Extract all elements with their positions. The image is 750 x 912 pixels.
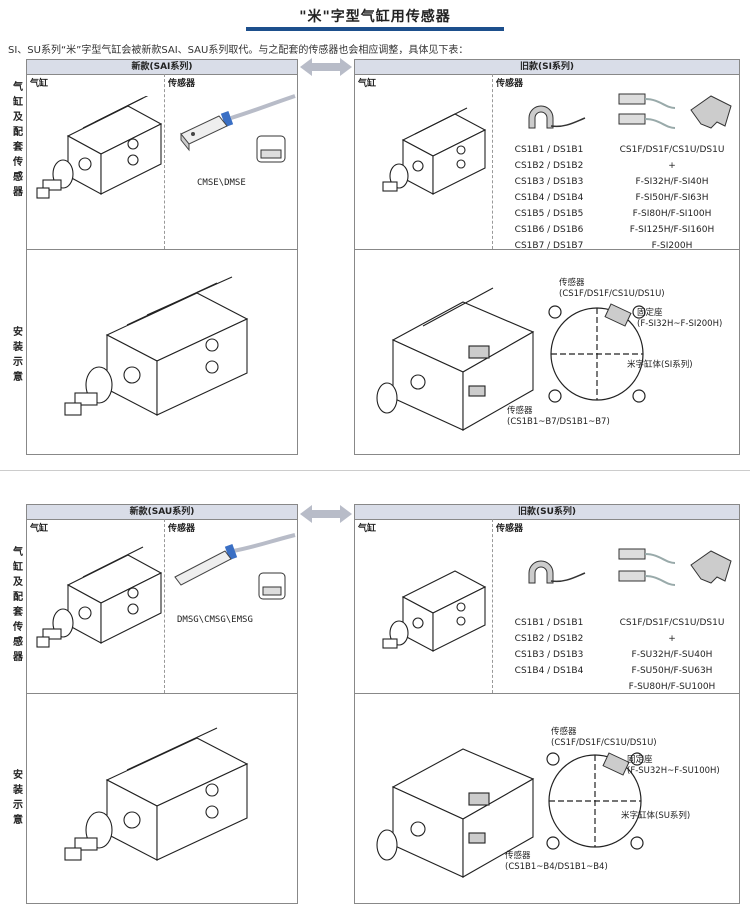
model-item: CS1B1 / DS1B1 bbox=[514, 145, 584, 155]
intro-text: SI、SU系列“米”字型气缸会被新款SAI、SAU系列取代。与之配套的传感器也会… bbox=[8, 45, 469, 56]
new-sensor-model-1: CMSE\DMSE bbox=[197, 178, 246, 188]
cylinder-label: 气缸 bbox=[30, 524, 49, 534]
model-item: CS1B3 / DS1B3 bbox=[514, 650, 584, 660]
cylinder-label: 气缸 bbox=[30, 79, 49, 89]
model-item: F-SI80H/F-SI100H bbox=[632, 209, 712, 219]
annotation-mount-2: 固定座(F-SU32H~F-SU100H) bbox=[627, 755, 720, 776]
old-right-model-list-1: CS1F/DS1F/CS1U/DS1U + F-SI32H/F-SI40H F-… bbox=[607, 142, 737, 254]
model-item: CS1B2 / DS1B2 bbox=[514, 634, 584, 644]
model-item: CS1B1 / DS1B1 bbox=[514, 618, 584, 628]
column-divider bbox=[492, 74, 493, 249]
new-header-2: 新款(SAU系列) bbox=[27, 505, 297, 520]
sensor-drawing bbox=[174, 533, 296, 600]
row-divider bbox=[355, 249, 739, 250]
row-divider bbox=[27, 693, 297, 694]
cross-section-diagram-1 bbox=[548, 303, 646, 403]
side-label-top-2: 气缸及配套传感器 bbox=[13, 547, 23, 663]
row-divider bbox=[355, 693, 739, 694]
page-title: "米"字型气缸用传感器 bbox=[299, 9, 451, 25]
model-item: CS1B4 / DS1B4 bbox=[514, 666, 584, 676]
model-item: CS1B6 / DS1B6 bbox=[514, 225, 584, 235]
model-item: CS1B2 / DS1B2 bbox=[514, 161, 584, 171]
model-item: F-SI50H/F-SI63H bbox=[635, 193, 709, 203]
old-sensor-drawings bbox=[528, 93, 732, 129]
new-header-1: 新款(SAI系列) bbox=[27, 60, 297, 75]
old-panel-2: 旧款(SU系列) 气缸 传感器 CS1B1 / DS1B1 CS1B2 / DS… bbox=[354, 504, 740, 904]
old-panel-1: 旧款(SI系列) 气缸 传感器 CS1B1 / DS1B1 CS1B2 / DS… bbox=[354, 59, 740, 455]
annotation-cylinder-1: 米字缸体(SI系列) bbox=[627, 360, 693, 370]
column-divider bbox=[164, 74, 165, 249]
installation-drawing-old-2 bbox=[376, 748, 535, 878]
column-divider bbox=[492, 519, 493, 693]
model-item: CS1B4 / DS1B4 bbox=[514, 193, 584, 203]
annotation-sensor-bottom-2: 传感器(CS1B1~B4/DS1B1~B4) bbox=[505, 851, 608, 872]
new-sensor-model-2: DMSG\CMSG\EMSG bbox=[177, 615, 253, 625]
side-label-top-1: 气缸及配套传感器 bbox=[13, 82, 23, 198]
section-separator bbox=[0, 470, 750, 471]
old-right-model-list-2: CS1F/DS1F/CS1U/DS1U + F-SU32H/F-SU40H F-… bbox=[607, 615, 737, 695]
side-label-bottom-2: 安装示意 bbox=[13, 770, 23, 826]
old-header-2: 旧款(SU系列) bbox=[355, 505, 739, 520]
cylinder-label: 气缸 bbox=[358, 79, 377, 89]
annotation-mount-1: 固定座(F-SI32H~F-SI200H) bbox=[637, 308, 723, 329]
old-left-model-list-2: CS1B1 / DS1B1 CS1B2 / DS1B2 CS1B3 / DS1B… bbox=[495, 615, 603, 679]
sensor-label: 传感器 bbox=[168, 79, 196, 89]
sensor-label: 传感器 bbox=[168, 524, 196, 534]
old-sensor-drawings bbox=[528, 548, 732, 586]
replace-arrow-2 bbox=[300, 505, 352, 523]
model-item: CS1B5 / DS1B5 bbox=[514, 209, 584, 219]
replace-arrow-1 bbox=[300, 58, 352, 76]
model-item: F-SU50H/F-SU63H bbox=[631, 666, 713, 676]
annotation-sensor-bottom-1: 传感器(CS1B1~B7/DS1B1~B7) bbox=[507, 406, 610, 427]
model-item: CS1F/DS1F/CS1U/DS1U bbox=[619, 145, 725, 155]
model-item: + bbox=[668, 634, 676, 644]
model-item: CS1F/DS1F/CS1U/DS1U bbox=[619, 618, 725, 628]
new-panel-1: 新款(SAI系列) 气缸 传感器 CMSE\DMSE bbox=[26, 59, 298, 455]
model-item: F-SU80H/F-SU100H bbox=[628, 682, 716, 692]
row-divider bbox=[27, 249, 297, 250]
annotation-sensor-top-2: 传感器(CS1F/DS1F/CS1U/DS1U) bbox=[551, 727, 657, 748]
model-item: F-SI32H/F-SI40H bbox=[635, 177, 709, 187]
old-header-1: 旧款(SI系列) bbox=[355, 60, 739, 75]
model-item: CS1B7 / DS1B7 bbox=[514, 241, 584, 251]
model-item: F-SI125H/F-SI160H bbox=[629, 225, 715, 235]
model-item: + bbox=[668, 161, 676, 171]
installation-drawing-new-1 bbox=[64, 276, 249, 416]
cylinder-label: 气缸 bbox=[358, 524, 377, 534]
annotation-cylinder-2: 米字缸体(SU系列) bbox=[621, 811, 691, 821]
model-item: F-SU32H/F-SU40H bbox=[631, 650, 713, 660]
cylinder-drawing bbox=[382, 570, 487, 652]
title-underline bbox=[246, 27, 504, 31]
annotation-sensor-top-1: 传感器(CS1F/DS1F/CS1U/DS1U) bbox=[559, 278, 665, 299]
cylinder-drawing bbox=[382, 107, 487, 195]
sensor-label: 传感器 bbox=[496, 524, 524, 534]
sensor-drawing bbox=[180, 94, 296, 163]
model-item: F-SI200H bbox=[651, 241, 693, 251]
cross-section-diagram-2 bbox=[546, 752, 644, 850]
installation-drawing-old-1 bbox=[376, 287, 535, 431]
side-label-bottom-1: 安装示意 bbox=[13, 327, 23, 383]
old-left-model-list-1: CS1B1 / DS1B1 CS1B2 / DS1B2 CS1B3 / DS1B… bbox=[495, 142, 603, 254]
model-item: CS1B3 / DS1B3 bbox=[514, 177, 584, 187]
cylinder-drawing bbox=[36, 546, 163, 648]
installation-drawing-new-2 bbox=[64, 727, 249, 861]
sensor-label: 传感器 bbox=[496, 79, 524, 89]
column-divider bbox=[164, 519, 165, 693]
cylinder-drawing bbox=[36, 96, 163, 199]
new-panel-2: 新款(SAU系列) 气缸 传感器 DMSG\CMSG\EMSG bbox=[26, 504, 298, 904]
